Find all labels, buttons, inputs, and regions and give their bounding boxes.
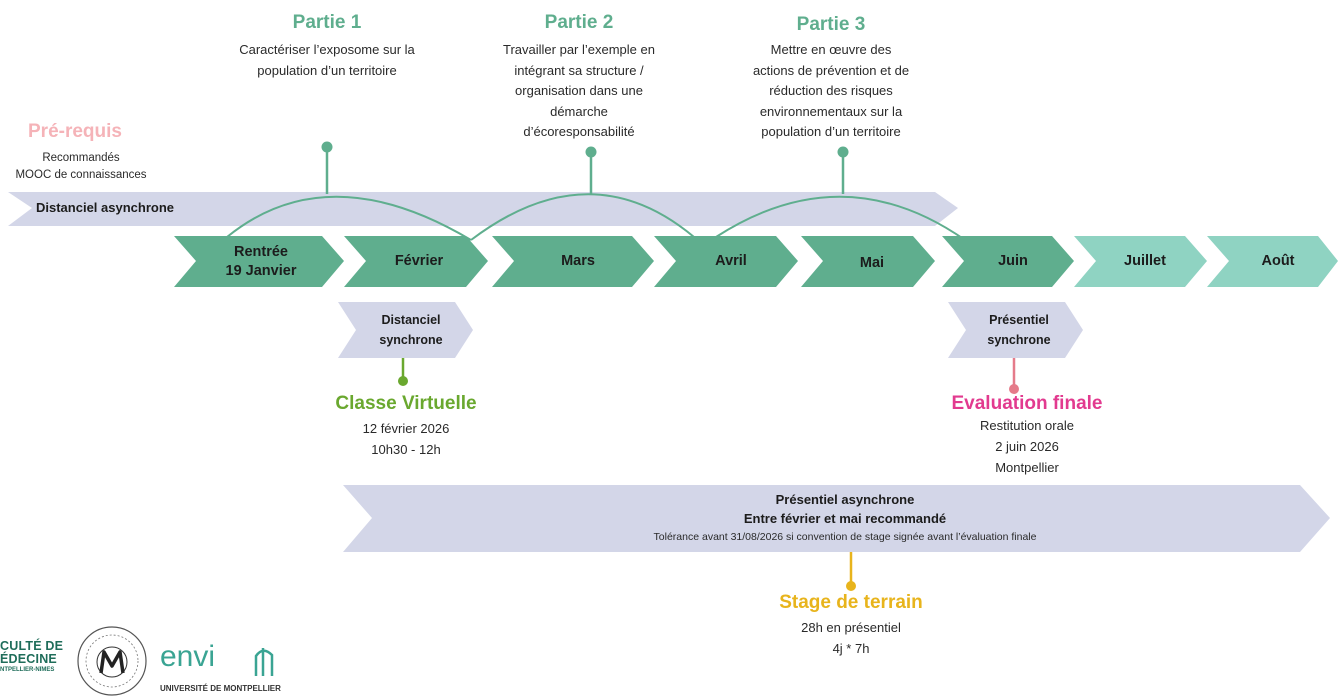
classe-virtuelle-pin <box>398 376 408 386</box>
distanciel-asynchrone-label: Distanciel asynchrone <box>36 200 174 215</box>
month-line: Rentrée <box>233 243 288 260</box>
phase-2-title: Partie 2 <box>544 12 614 33</box>
month-label-janvier: Rentrée 19 Janvier <box>196 236 326 287</box>
evaluation-finale-title: Evaluation finale <box>951 393 1103 414</box>
evaluation-finale: Evaluation finale Restitution orale 2 ju… <box>918 393 1136 478</box>
classe-virtuelle-title: Classe Virtuelle <box>335 393 477 414</box>
month-chevron-janvier <box>174 236 344 287</box>
month-label-mai: Mai <box>859 255 885 271</box>
distanciel-synchrone-line: synchrone <box>379 333 443 347</box>
faculte-logo-line: CULTÉ DE <box>0 639 64 653</box>
stage-de-terrain-details: 28h en présentiel 4j * 7h <box>741 617 961 659</box>
phase-2-description: Travailler par l’exemple en intégrant sa… <box>474 40 684 143</box>
month-label-fevrier: Février <box>394 253 444 269</box>
phase-2-line: d’écoresponsabilité <box>523 124 635 139</box>
phase-pin-1 <box>321 141 333 153</box>
phase-2-line: démarche <box>550 103 608 119</box>
month-chevron-juin <box>942 236 1074 287</box>
month-line: 19 Janvier <box>225 262 297 279</box>
phase-3-line: actions de prévention et de <box>752 62 910 78</box>
evaluation-finale-line: 2 juin 2026 <box>995 439 1059 454</box>
stage-de-terrain-title: Stage de terrain <box>779 592 923 613</box>
presentiel-asynchrone: Présentiel asynchrone Entre février et m… <box>500 490 1190 546</box>
stage-de-terrain-line: 4j * 7h <box>832 641 870 656</box>
month-label-avril: Avril <box>715 253 747 269</box>
phase-3-line: Mettre en œuvre des <box>770 42 892 57</box>
distanciel-asynchrone-band <box>8 192 958 226</box>
faculte-logo-line: NTPELLIER-NÎMES <box>0 667 55 673</box>
phase-2: Partie 2 Travailler par l’exemple en int… <box>474 12 684 143</box>
classe-virtuelle-line: 10h30 - 12h <box>371 442 441 457</box>
stage-de-terrain: Stage de terrain 28h en présentiel 4j * … <box>741 592 961 659</box>
phase-1-line: population d’un territoire <box>257 62 397 78</box>
phase-1-description: Caractériser l’exposome sur la populatio… <box>217 40 437 81</box>
faculte-logo-line: ÉDECINE <box>0 652 57 666</box>
evaluation-pin <box>1009 384 1019 394</box>
month-chevron-aout <box>1207 236 1338 287</box>
distanciel-synchrone-line: Distanciel <box>381 313 441 327</box>
month-chevron-mars <box>492 236 654 287</box>
month-chevron-juillet <box>1074 236 1207 287</box>
month-chevron-avril <box>654 236 798 287</box>
phase-pin-3 <box>837 146 849 158</box>
prerequis-details: Recommandés MOOC de connaissances <box>0 150 162 184</box>
prerequis-title-text: Pré-requis <box>28 121 122 142</box>
presentiel-synchrone-chevron <box>948 302 1083 358</box>
distanciel-synchrone-chevron <box>338 302 473 358</box>
prerequis-title: Pré-requis <box>28 121 168 143</box>
distanciel-synchrone-label: Distanciel synchrone <box>352 310 470 350</box>
presentiel-synchrone-line: synchrone <box>987 333 1051 347</box>
phase-2-line: intégrant sa structure / <box>514 62 644 78</box>
presentiel-asynchrone-band <box>343 485 1330 552</box>
classe-virtuelle: Classe Virtuelle 12 février 2026 10h30 -… <box>306 393 506 460</box>
month-chevron-mai <box>801 236 935 287</box>
universite-seal-outer <box>77 626 147 696</box>
phase-3: Partie 3 Mettre en œuvre des actions de … <box>726 14 936 143</box>
prerequis-line: Recommandés <box>42 152 120 164</box>
phase-1-title: Partie 1 <box>292 12 362 33</box>
presentiel-asynchrone-subtitle: Entre février et mai recommandé <box>743 511 947 526</box>
phase-3-title: Partie 3 <box>796 14 866 35</box>
phase-1-line: Caractériser l’exposome sur la <box>239 42 415 57</box>
stage-pin <box>846 581 856 591</box>
phase-arc-2 <box>470 193 695 241</box>
envi-logo-text: envi <box>160 640 216 673</box>
evaluation-finale-line: Montpellier <box>995 460 1059 475</box>
evaluation-finale-line: Restitution orale <box>980 418 1074 433</box>
phase-3-line: environnementaux sur la <box>759 103 903 119</box>
universite-seal-inner <box>85 634 139 688</box>
month-label-juillet: Juillet <box>1124 253 1166 269</box>
stage-de-terrain-line: 28h en présentiel <box>801 620 901 635</box>
phase-3-line: réduction des risques <box>769 83 893 98</box>
classe-virtuelle-line: 12 février 2026 <box>362 421 450 436</box>
presentiel-asynchrone-note: Tolérance avant 31/08/2026 si convention… <box>653 531 1037 543</box>
month-label-juin: Juin <box>998 253 1028 269</box>
month-label-mars: Mars <box>561 253 595 269</box>
evaluation-finale-details: Restitution orale 2 juin 2026 Montpellie… <box>918 415 1136 478</box>
phase-3-description: Mettre en œuvre des actions de préventio… <box>726 40 936 143</box>
month-chevron-fevrier <box>344 236 488 287</box>
month-label-aout: Août <box>1261 253 1295 269</box>
presentiel-synchrone-line: Présentiel <box>989 313 1049 327</box>
phase-1: Partie 1 Caractériser l’exposome sur la … <box>217 12 437 81</box>
phase-3-line: population d’un territoire <box>761 124 901 139</box>
presentiel-synchrone-label: Présentiel synchrone <box>960 310 1078 350</box>
phase-arc-1 <box>226 195 472 241</box>
phase-arc-3 <box>715 195 966 241</box>
classe-virtuelle-details: 12 février 2026 10h30 - 12h <box>306 418 506 460</box>
phase-2-line: organisation dans une <box>515 83 643 98</box>
universite-montpellier-label: UNIVERSITÉ DE MONTPELLIER <box>160 684 281 693</box>
prerequis-line: MOOC de connaissances <box>15 169 147 181</box>
phase-pin-2 <box>585 146 597 158</box>
universite-seal-m <box>99 650 125 674</box>
faculte-logo: CULTÉ DE ÉDECINE NTPELLIER-NÎMES <box>0 640 76 674</box>
presentiel-asynchrone-title: Présentiel asynchrone <box>775 492 915 507</box>
phase-2-line: Travailler par l’exemple en <box>503 42 655 57</box>
